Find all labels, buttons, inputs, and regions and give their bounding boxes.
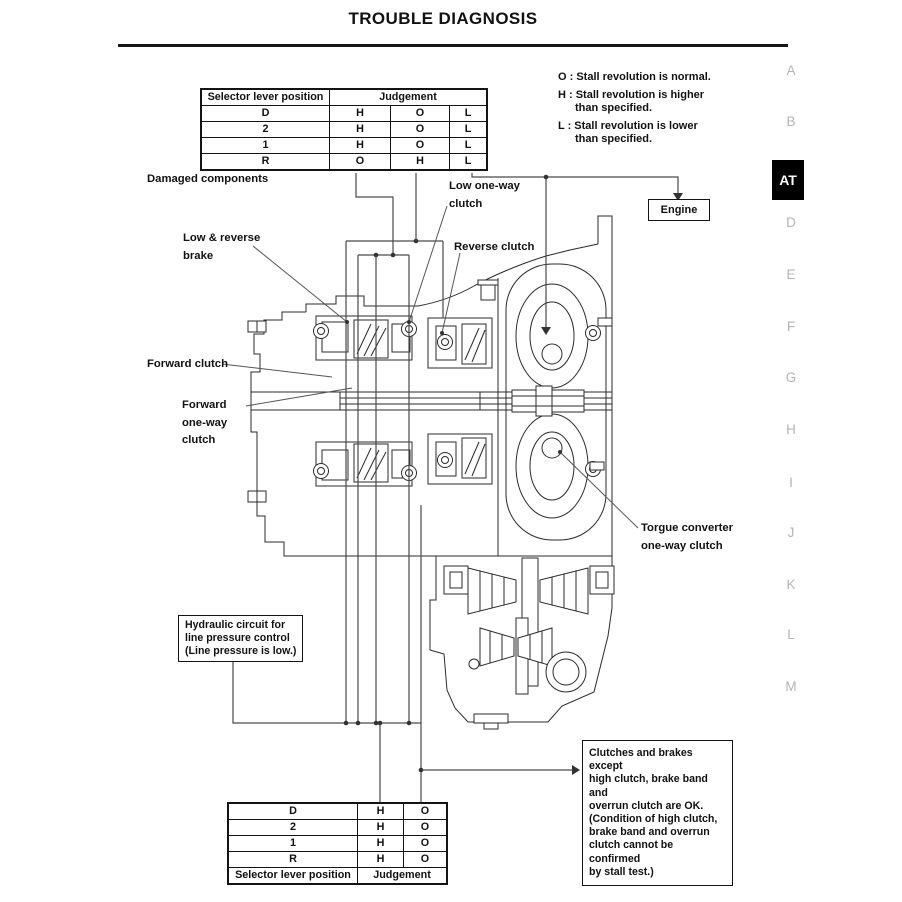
cell-judgement: H [357, 802, 404, 820]
title-rule [118, 44, 788, 47]
table-row: 1 H O L [200, 137, 488, 154]
cell-judgement: O [329, 153, 391, 171]
cell-position: 2 [227, 819, 358, 836]
section-index-k: K [786, 577, 796, 592]
section-index-f: F [786, 319, 796, 334]
stall-test-note-box: Clutches and brakes except high clutch, … [582, 740, 733, 887]
cell-position: D [227, 802, 358, 820]
label-forward-one-way-clutch: Forward one-way clutch [182, 399, 228, 446]
connector-h-column [355, 173, 394, 255]
cell-position: D [200, 105, 330, 122]
cell-judgement: H [357, 819, 404, 836]
connector-hydraulic-ladder [232, 657, 421, 724]
legend-item-h: H : Stall revolution is higher than spec… [558, 88, 705, 115]
section-index-i: I [789, 475, 793, 490]
table-row: 2 H O L [200, 121, 488, 138]
cell-judgement: O [390, 137, 450, 154]
cell-judgement: H [329, 121, 391, 138]
cell-judgement: H [390, 153, 450, 171]
main-shaft [251, 391, 612, 411]
section-index-g: G [785, 370, 797, 385]
transmission-housing [250, 215, 613, 557]
stall-test-table-bottom: D H O 2 H O 1 H O R H O Selector lever p… [227, 802, 448, 885]
cell-judgement: L [449, 105, 488, 122]
footer-position-label: Selector lever position [227, 867, 358, 885]
footer-judgement-label: Judgement [357, 867, 448, 885]
cell-judgement: O [390, 105, 450, 122]
cell-judgement: H [357, 835, 404, 852]
section-index-b: B [786, 114, 796, 129]
junction-dots [343, 174, 549, 773]
table-row: D H O L [200, 105, 488, 122]
connector-inner-bus [357, 254, 410, 723]
bearings [313, 321, 601, 481]
label-low-one-way-clutch: Low one-way clutch [449, 180, 520, 210]
cell-judgement: H [329, 105, 391, 122]
section-index-d: D [786, 215, 796, 230]
page-title: TROUBLE DIAGNOSIS [348, 9, 538, 28]
section-index-h: H [786, 422, 796, 437]
case-bolts [247, 279, 613, 503]
col-header-judgement: Judgement [329, 88, 488, 106]
section-index-l: L [787, 627, 795, 642]
connector-lines [232, 173, 683, 802]
section-index-m: M [785, 679, 797, 694]
section-index-j: J [787, 525, 795, 540]
hydraulic-circuit-box: Hydraulic circuit for line pressure cont… [178, 615, 304, 662]
connector-to-note-box [420, 505, 572, 771]
table-row: R H O [227, 851, 448, 868]
label-forward-clutch: Forward clutch [147, 358, 228, 370]
cell-position: R [227, 851, 358, 868]
cell-judgement: H [357, 851, 404, 868]
section-tab-at-active: AT [772, 160, 804, 200]
arrow-down-icon [541, 327, 551, 335]
cell-judgement: L [449, 137, 488, 154]
cell-judgement: L [449, 153, 488, 171]
cell-judgement: O [403, 802, 448, 820]
connector-outer-bus [345, 240, 444, 723]
cell-position: R [200, 153, 330, 171]
cell-position: 1 [227, 835, 358, 852]
col-header-position: Selector lever position [200, 88, 330, 106]
stall-test-table-top: Selector lever position Judgement D H O … [200, 88, 488, 171]
legend-item-l: L : Stall revolution is lower than speci… [558, 119, 698, 146]
table-row: 2 H O [227, 819, 448, 836]
callout-leader-lines [221, 205, 639, 529]
section-index-a: A [786, 63, 796, 78]
stall-legend: O : Stall revolution is normal. H : Stal… [558, 71, 711, 151]
torque-converter [505, 263, 607, 541]
table-row: D H O [227, 802, 448, 820]
table-row: R O H L [200, 153, 488, 171]
label-low-reverse-brake: Low & reverse brake [183, 232, 261, 262]
cell-judgement: L [449, 121, 488, 138]
cell-judgement: H [329, 137, 391, 154]
legend-item-o: O : Stall revolution is normal. [558, 71, 711, 83]
cell-position: 1 [200, 137, 330, 154]
cell-judgement: O [403, 819, 448, 836]
arrow-right-icon [572, 765, 580, 775]
cell-judgement: O [390, 121, 450, 138]
cell-judgement: O [403, 851, 448, 868]
label-damaged-components: Damaged components [147, 173, 269, 185]
cell-judgement: O [403, 835, 448, 852]
table-row: 1 H O [227, 835, 448, 852]
final-drive-section [429, 555, 615, 730]
engine-box: Engine [648, 199, 710, 221]
label-reverse-clutch: Reverse clutch [454, 241, 535, 253]
section-index-e: E [786, 267, 796, 282]
table-footer-row: Selector lever position Judgement [227, 867, 448, 885]
label-torque-converter-one-way-clutch: Torgue converter one-way clutch [641, 522, 734, 552]
cell-position: 2 [200, 121, 330, 138]
clutch-pack-drums [315, 315, 493, 487]
